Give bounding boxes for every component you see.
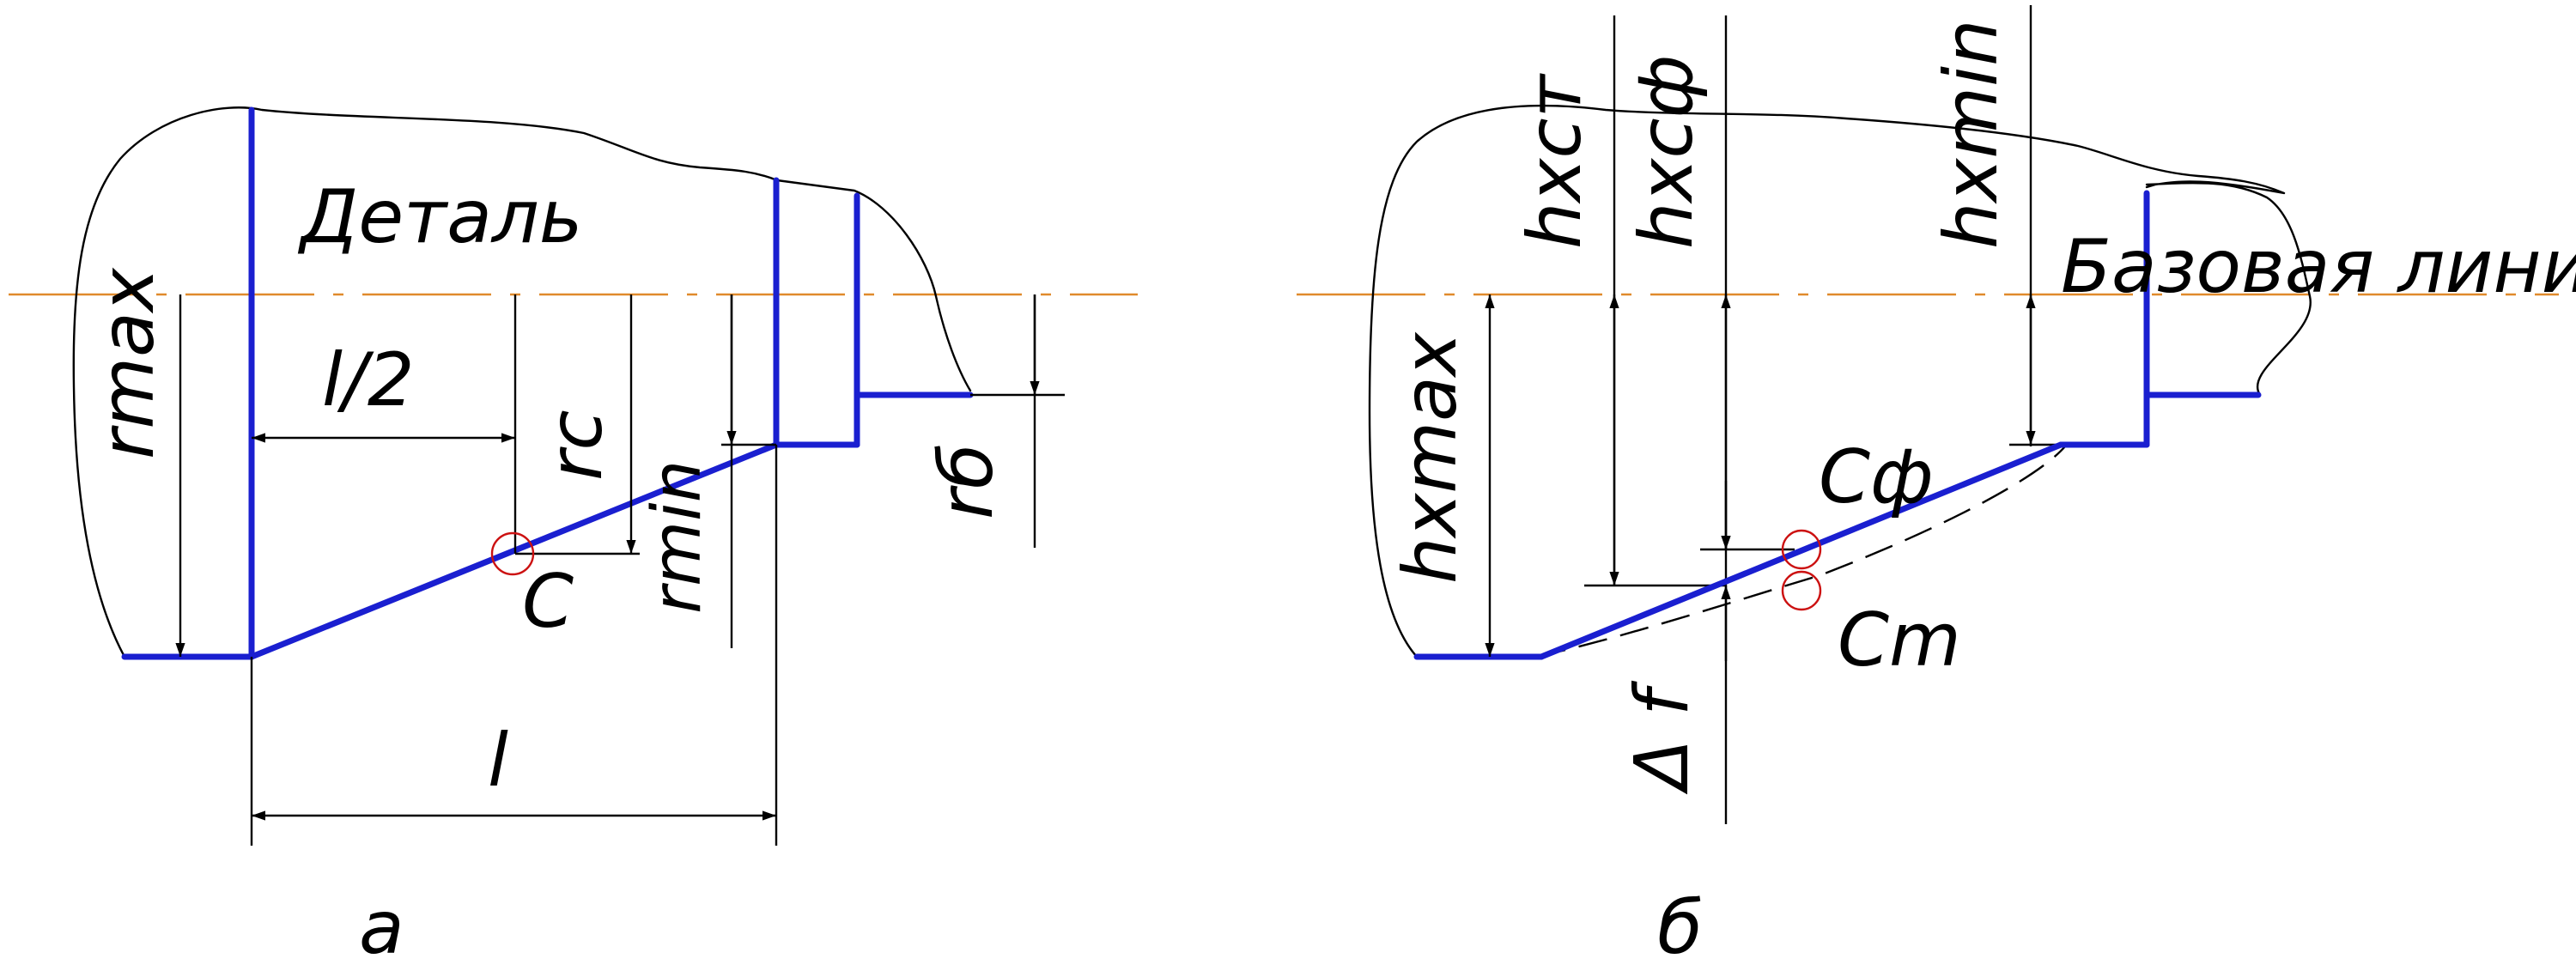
caption-a: а: [359, 885, 404, 971]
label-hxmax: hxmax: [1388, 331, 1473, 584]
label-hxmin: hxmin: [1929, 19, 2014, 249]
caption-b: б: [1657, 885, 1703, 971]
label-point-cf: Сф: [1819, 434, 1934, 520]
part-outline-b: [1368, 104, 2312, 658]
label-rmax: rmax: [85, 267, 171, 459]
label-rb: rб: [924, 444, 1010, 519]
point-cf-marker: [1781, 529, 1822, 570]
label-half-length: l/2: [322, 337, 415, 423]
label-delta-f: Δ f: [1619, 680, 1705, 795]
label-point-ct: Сm: [1838, 598, 1961, 683]
point-c-marker: [490, 531, 535, 576]
part-label: Деталь: [297, 174, 583, 260]
label-hxcf: hxcф: [1624, 55, 1710, 249]
label-length: l: [488, 718, 508, 804]
base-line-label: Базовая линия: [2061, 224, 2576, 310]
part-outline-a: [72, 106, 972, 658]
part-contour-b: [1413, 190, 2262, 660]
figure-b: Базовая линия hxcт hxcф hxmin hxmax Δ f …: [1297, 5, 2576, 971]
label-rmin: rmin: [639, 460, 716, 614]
label-rc: rc: [533, 410, 619, 481]
part-contour-a: [121, 106, 974, 660]
label-point-c: С: [522, 559, 574, 645]
figure-a: Деталь rmax l/2 rc rmin rб С l а: [9, 106, 1138, 971]
label-hxct: hxcт: [1512, 72, 1598, 249]
theoretical-curve: [1536, 446, 2066, 658]
point-ct-marker: [1781, 570, 1822, 611]
